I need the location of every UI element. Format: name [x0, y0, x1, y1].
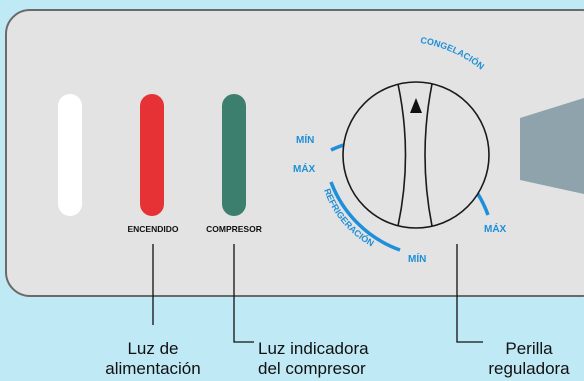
compressor-light — [222, 94, 246, 216]
air-vent — [520, 98, 584, 194]
white-indicator-light — [58, 94, 82, 216]
compressor-callout-line — [233, 244, 254, 343]
power-callout-line1: Luz de — [127, 339, 178, 358]
regulator-knob[interactable] — [342, 81, 490, 229]
min-top-label: MÍN — [296, 133, 314, 146]
power-light-label: ENCENDIDO — [127, 224, 178, 234]
compressor-callout-line2: del compresor — [258, 359, 366, 378]
compressor-callout-line1: Luz indicadora — [258, 339, 369, 358]
compressor-light-label: COMPRESOR — [206, 224, 262, 234]
control-panel — [5, 9, 584, 297]
knob-grip-left — [397, 83, 407, 227]
knob-callout-line1: Perilla — [505, 339, 553, 358]
power-light — [140, 94, 164, 216]
min-bottom-label: MÍN — [408, 252, 426, 265]
max-left-label: MÁX — [293, 162, 316, 175]
fridge-scale-arc — [329, 181, 401, 252]
knob-callout-line — [456, 244, 483, 343]
power-callout-line2: alimentación — [105, 359, 200, 378]
max-right-label: MÁX — [484, 222, 507, 235]
up-triangle-icon — [410, 98, 422, 113]
knob-grip-right — [424, 83, 433, 227]
knob-callout-line2: reguladora — [488, 359, 570, 378]
